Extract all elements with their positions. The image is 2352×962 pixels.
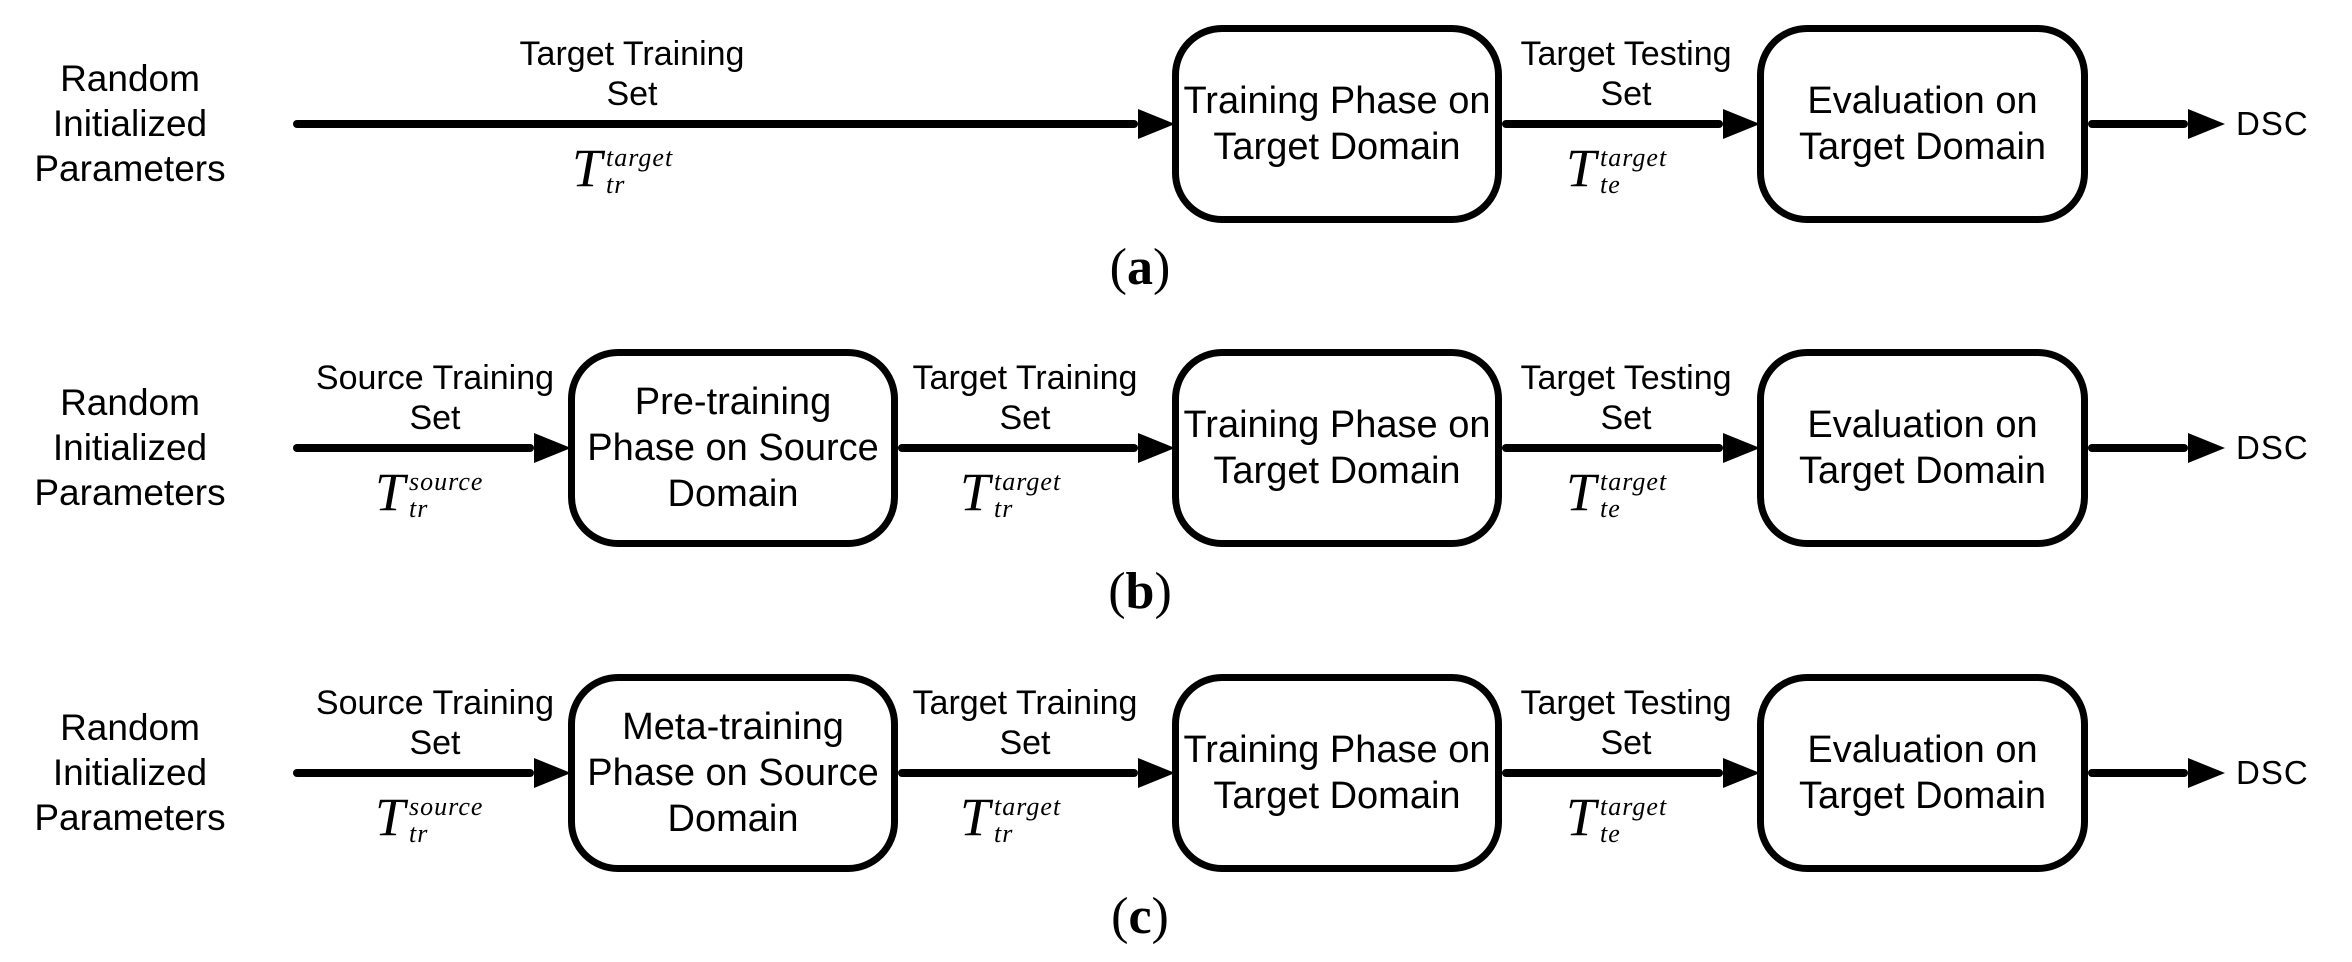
math-superscript: target <box>994 467 1062 496</box>
math-scripts: target tr <box>994 793 1061 847</box>
math-scripts: target te <box>1600 468 1667 522</box>
arrowhead-icon <box>1723 109 1760 139</box>
meta-training-box: Meta-training Phase on Source Domain <box>568 674 898 872</box>
arrow-line <box>1502 120 1723 128</box>
math-subscript: tr <box>409 494 429 523</box>
arrow-line <box>1502 444 1723 452</box>
arrow-line <box>1502 769 1723 777</box>
math-scripts: target tr <box>994 468 1061 522</box>
pretraining-box: Pre-training Phase on Source Domain <box>568 349 898 547</box>
math-base: T <box>375 787 406 847</box>
math-scripts: target te <box>1600 793 1667 847</box>
math-subscript: te <box>1600 170 1621 199</box>
caption-paren-open: ( <box>1111 888 1129 945</box>
arrow-line <box>293 444 534 452</box>
arrow-line <box>2088 120 2188 128</box>
arrowhead-icon <box>534 758 571 788</box>
caption-paren-open: ( <box>1109 239 1127 296</box>
arrowhead-icon <box>1138 109 1175 139</box>
source-training-set-label: Source Training Set <box>315 359 555 437</box>
caption-letter: b <box>1125 563 1155 620</box>
math-base: T <box>1566 462 1597 522</box>
math-base: T <box>1566 138 1597 198</box>
arrow-line <box>293 120 1138 128</box>
target-training-set-label: Target Training Set <box>912 684 1138 762</box>
arrowhead-icon <box>2188 109 2225 139</box>
random-init-label: Random Initialized Parameters <box>34 382 226 513</box>
math-subscript: te <box>1600 494 1621 523</box>
caption-b: (b) <box>1040 558 1240 626</box>
training-phase-box: Training Phase on Target Domain <box>1172 25 1502 223</box>
math-base: T <box>572 138 603 198</box>
target-training-set-label: Target Training Set <box>912 359 1138 437</box>
target-testing-set-label: Target Testing Set <box>1520 684 1732 762</box>
arrow-line <box>898 444 1138 452</box>
math-base: T <box>960 462 991 522</box>
target-testing-set-label: Target Testing Set <box>1520 359 1732 437</box>
training-phase-box: Training Phase on Target Domain <box>1172 349 1502 547</box>
evaluation-box: Evaluation on Target Domain <box>1757 25 2088 223</box>
source-train-set-symbol: T source tr <box>375 462 483 522</box>
arrowhead-icon <box>1138 758 1175 788</box>
math-superscript: target <box>606 143 674 172</box>
target-training-set-label: Target Training Set <box>519 35 745 113</box>
math-subscript: te <box>1600 819 1621 848</box>
caption-a: (a) <box>1040 234 1240 302</box>
arrow-line <box>2088 769 2188 777</box>
math-subscript: tr <box>606 170 626 199</box>
arrowhead-icon <box>1723 758 1760 788</box>
dsc-output-label: DSC <box>2236 105 2309 142</box>
target-train-set-symbol: T target tr <box>572 138 673 198</box>
caption-letter: a <box>1127 239 1153 296</box>
target-train-set-symbol: T target tr <box>960 462 1061 522</box>
math-scripts: target te <box>1600 144 1667 198</box>
arrowhead-icon <box>1723 433 1760 463</box>
math-subscript: tr <box>994 819 1014 848</box>
target-test-set-symbol: T target te <box>1566 787 1667 847</box>
evaluation-box: Evaluation on Target Domain <box>1757 349 2088 547</box>
random-init-label: Random Initialized Parameters <box>34 707 226 838</box>
target-test-set-symbol: T target te <box>1566 462 1667 522</box>
arrowhead-icon <box>2188 433 2225 463</box>
math-superscript: target <box>1600 792 1668 821</box>
math-scripts: source tr <box>409 468 483 522</box>
target-testing-set-label: Target Testing Set <box>1520 35 1732 113</box>
math-scripts: source tr <box>409 793 483 847</box>
caption-letter: c <box>1128 888 1152 945</box>
math-subscript: tr <box>994 494 1014 523</box>
evaluation-box: Evaluation on Target Domain <box>1757 674 2088 872</box>
caption-c: (c) <box>1040 883 1240 951</box>
math-superscript: source <box>409 792 484 821</box>
arrow-line <box>293 769 534 777</box>
random-init-label: Random Initialized Parameters <box>34 58 226 189</box>
math-subscript: tr <box>409 819 429 848</box>
caption-paren-close: ) <box>1154 563 1172 620</box>
math-scripts: target tr <box>606 144 673 198</box>
caption-paren-close: ) <box>1153 239 1171 296</box>
math-superscript: target <box>1600 143 1668 172</box>
target-train-set-symbol: T target tr <box>960 787 1061 847</box>
source-training-set-label: Source Training Set <box>315 684 555 762</box>
caption-paren-close: ) <box>1151 888 1169 945</box>
training-phase-box: Training Phase on Target Domain <box>1172 674 1502 872</box>
arrow-line <box>898 769 1138 777</box>
caption-paren-open: ( <box>1108 563 1126 620</box>
math-base: T <box>960 787 991 847</box>
source-train-set-symbol: T source tr <box>375 787 483 847</box>
target-test-set-symbol: T target te <box>1566 138 1667 198</box>
arrow-line <box>2088 444 2188 452</box>
math-superscript: source <box>409 467 484 496</box>
arrowhead-icon <box>534 433 571 463</box>
math-base: T <box>1566 787 1597 847</box>
math-base: T <box>375 462 406 522</box>
dsc-output-label: DSC <box>2236 754 2309 791</box>
math-superscript: target <box>994 792 1062 821</box>
dsc-output-label: DSC <box>2236 429 2309 466</box>
arrowhead-icon <box>1138 433 1175 463</box>
math-superscript: target <box>1600 467 1668 496</box>
arrowhead-icon <box>2188 758 2225 788</box>
